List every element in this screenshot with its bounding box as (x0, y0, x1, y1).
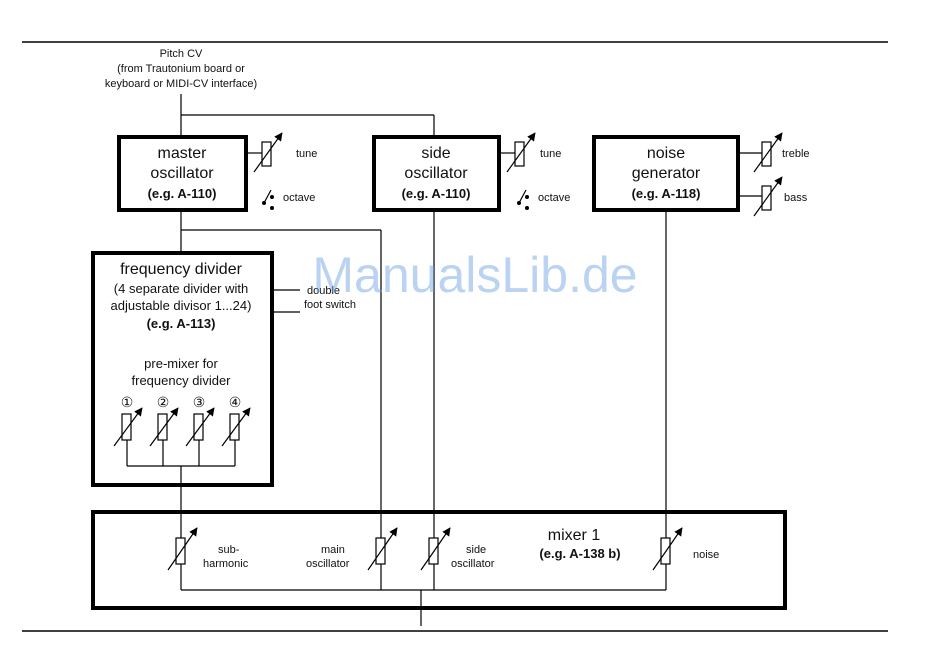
mixer-main-oscillator-label-1: main (321, 544, 345, 556)
watermark: ManualsLib.de (312, 247, 637, 303)
side-octave-label: octave (538, 192, 570, 204)
premixer-pot-number-4: ④ (229, 394, 242, 410)
side-oscillator-model: (e.g. A-110) (402, 186, 471, 201)
noise-generator-title: noise (647, 145, 685, 162)
premixer-potentiometer-3-icon (185, 407, 215, 447)
mixer-box (91, 510, 787, 610)
bass-potentiometer-icon (753, 176, 783, 217)
pitch-cv-source-2: keyboard or MIDI-CV interface) (105, 78, 257, 90)
master-oscillator: master oscillator (e.g. A-110) tune octa… (117, 132, 317, 212)
noise-generator-model: (e.g. A-118) (632, 186, 701, 201)
mixer-main-oscillator-potentiometer-icon (367, 527, 398, 571)
frequency-divider-box (91, 251, 274, 487)
bass-label: bass (784, 192, 808, 204)
footswitch-label-1: double (307, 285, 340, 297)
master-octave-label: octave (283, 192, 315, 204)
side-tune-potentiometer-icon (506, 132, 536, 173)
master-octave-switch-icon (262, 189, 274, 210)
premixer-potentiometer-2-icon (149, 407, 179, 447)
mixer-subharmonic-label-1: sub- (218, 544, 240, 556)
master-oscillator-title: master (158, 145, 208, 162)
side-oscillator: side oscillator (e.g. A-110) tune octave (372, 132, 570, 212)
side-oscillator-box (372, 135, 501, 212)
premixer-title-2: frequency divider (132, 373, 232, 388)
noise-generator-box (592, 135, 740, 212)
mixer-model: (e.g. A-138 b) (539, 546, 620, 561)
mixer-title: mixer 1 (548, 527, 601, 544)
mixer-noise-label: noise (693, 549, 719, 561)
side-tune-label: tune (540, 148, 561, 160)
mixer-subharmonic-label-2: harmonic (203, 558, 249, 570)
frequency-divider-desc-1: (4 separate divider with (114, 281, 248, 296)
mixer-subharmonic-potentiometer-icon (167, 527, 198, 571)
mixer-side-oscillator-label-1: side (466, 544, 486, 556)
treble-potentiometer-icon (753, 132, 783, 173)
premixer-pot-number-1: ① (121, 394, 134, 410)
mixer-1: mixer 1 (e.g. A-138 b) sub- harmonic mai… (91, 510, 787, 610)
master-oscillator-model: (e.g. A-110) (148, 186, 217, 201)
noise-generator: noise generator (e.g. A-118) treble bass (592, 132, 810, 217)
frequency-divider-model: (e.g. A-113) (147, 316, 216, 331)
master-tune-potentiometer-icon (253, 132, 283, 173)
side-oscillator-title: side (421, 145, 450, 162)
pitch-cv-source-1: (from Trautonium board or (117, 63, 245, 75)
mixer-main-oscillator-label-2: oscillator (306, 558, 350, 570)
side-oscillator-title-2: oscillator (404, 165, 468, 182)
frequency-divider-title: frequency divider (120, 261, 243, 278)
footswitch-label-2: foot switch (304, 299, 356, 311)
side-octave-switch-icon (517, 189, 529, 210)
pitch-cv-label: Pitch CV (160, 48, 203, 60)
noise-generator-title-2: generator (632, 165, 701, 182)
frequency-divider: frequency divider (4 separate divider wi… (91, 251, 274, 487)
master-tune-label: tune (296, 148, 317, 160)
mixer-side-oscillator-label-2: oscillator (451, 558, 495, 570)
mixer-noise-potentiometer-icon (652, 527, 683, 571)
master-oscillator-title-2: oscillator (150, 165, 214, 182)
premixer-potentiometer-4-icon (221, 407, 251, 447)
mixer-side-oscillator-potentiometer-icon (420, 527, 451, 571)
premixer-title-1: pre-mixer for (144, 356, 218, 371)
premixer-summing-wires (126, 440, 236, 485)
pitch-cv-input: Pitch CV (from Trautonium board or keybo… (105, 48, 257, 90)
premixer-pot-number-2: ② (157, 394, 170, 410)
treble-label: treble (782, 148, 810, 160)
frequency-divider-desc-2: adjustable divisor 1...24) (111, 298, 252, 313)
premixer-potentiometer-1-icon (113, 407, 143, 447)
premixer-pot-number-3: ③ (193, 394, 206, 410)
master-oscillator-box (117, 135, 248, 212)
